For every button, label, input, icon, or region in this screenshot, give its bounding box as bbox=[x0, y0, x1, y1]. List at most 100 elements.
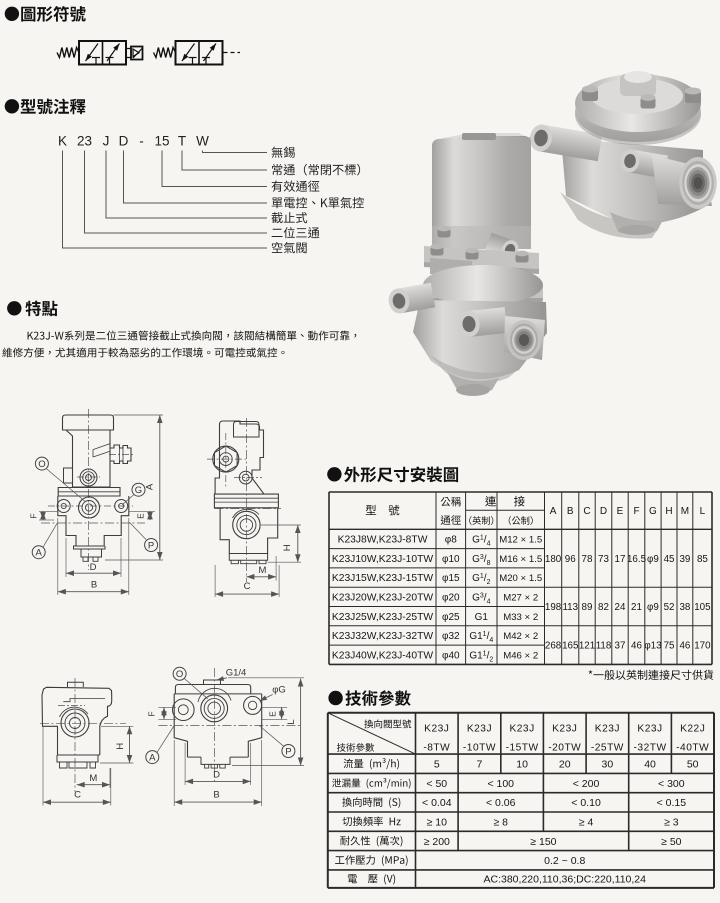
svg-text:G: G bbox=[649, 506, 657, 517]
svg-text:198: 198 bbox=[545, 602, 562, 613]
svg-text:K23J: K23J bbox=[637, 724, 662, 735]
svg-text:M42 × 2: M42 × 2 bbox=[503, 631, 538, 642]
svg-text:L: L bbox=[700, 506, 706, 517]
svg-text:O: O bbox=[176, 669, 183, 680]
svg-text:38: 38 bbox=[679, 602, 690, 613]
svg-text:-15TW: -15TW bbox=[506, 743, 539, 754]
svg-text:K23J10W,K23J-10TW: K23J10W,K23J-10TW bbox=[332, 554, 434, 565]
svg-text:φ40: φ40 bbox=[442, 650, 460, 661]
svg-text:φ13: φ13 bbox=[644, 641, 662, 652]
svg-text:G1/4: G1/4 bbox=[472, 535, 490, 548]
svg-text:K23J: K23J bbox=[509, 724, 534, 735]
svg-text:96: 96 bbox=[565, 554, 576, 565]
svg-text:E: E bbox=[136, 513, 146, 519]
svg-text:F: F bbox=[633, 506, 639, 517]
svg-text:φG: φG bbox=[272, 685, 286, 696]
svg-text:-40TW: -40TW bbox=[676, 743, 709, 754]
svg-text:37: 37 bbox=[615, 641, 626, 652]
svg-text:-32TW: -32TW bbox=[634, 743, 667, 754]
svg-text:A: A bbox=[550, 506, 557, 517]
svg-text:< 100: < 100 bbox=[487, 778, 514, 790]
svg-text:0.2 ~ 0.8: 0.2 ~ 0.8 bbox=[544, 855, 585, 867]
svg-text:G11/2: G11/2 bbox=[469, 650, 493, 663]
svg-text:23: 23 bbox=[77, 134, 92, 149]
svg-text:M: M bbox=[258, 565, 266, 576]
svg-text:≥ 3: ≥ 3 bbox=[664, 816, 679, 828]
svg-text:17: 17 bbox=[615, 554, 626, 565]
svg-text:F: F bbox=[29, 513, 39, 518]
svg-text:K23J: K23J bbox=[424, 724, 449, 735]
svg-text:G: G bbox=[135, 485, 142, 496]
svg-text:268: 268 bbox=[545, 641, 562, 652]
svg-text:10: 10 bbox=[516, 759, 528, 771]
svg-text:C: C bbox=[244, 581, 251, 592]
svg-text:170: 170 bbox=[694, 641, 711, 652]
svg-text:K23J20W,K23J-20TW: K23J20W,K23J-20TW bbox=[332, 592, 434, 603]
svg-text:75: 75 bbox=[664, 641, 675, 652]
svg-text:M27 × 2: M27 × 2 bbox=[503, 592, 538, 603]
svg-text:< 0.04: < 0.04 bbox=[422, 797, 452, 809]
svg-text:A: A bbox=[149, 753, 156, 764]
svg-text:C: C bbox=[583, 506, 590, 517]
svg-text:K23J32W,K23J-32TW: K23J32W,K23J-32TW bbox=[332, 631, 434, 642]
svg-text:F: F bbox=[147, 711, 157, 716]
svg-text:G1/4: G1/4 bbox=[226, 668, 247, 679]
svg-text:M16 × 1.5: M16 × 1.5 bbox=[499, 554, 542, 565]
svg-text:-25TW: -25TW bbox=[591, 743, 624, 754]
svg-text:φ15: φ15 bbox=[442, 573, 460, 584]
svg-text:H: H bbox=[665, 506, 672, 517]
svg-text:A: A bbox=[36, 548, 43, 559]
svg-text:39: 39 bbox=[679, 554, 690, 565]
svg-text:73: 73 bbox=[598, 554, 609, 565]
svg-text:φ8: φ8 bbox=[445, 535, 457, 546]
svg-text:G1/2: G1/2 bbox=[472, 573, 490, 586]
svg-text:-8TW: -8TW bbox=[423, 743, 450, 754]
svg-text:D: D bbox=[213, 769, 220, 780]
svg-text:-10TW: -10TW bbox=[463, 743, 496, 754]
svg-text:≥ 50: ≥ 50 bbox=[661, 836, 682, 848]
svg-text:< 0.10: < 0.10 bbox=[571, 797, 601, 809]
svg-text:K23J8W,K23J-8TW: K23J8W,K23J-8TW bbox=[338, 535, 428, 546]
svg-text:M20 × 1.5: M20 × 1.5 bbox=[499, 573, 542, 584]
svg-text:40: 40 bbox=[644, 759, 656, 771]
svg-text:30: 30 bbox=[602, 759, 614, 771]
svg-text:K23J: K23J bbox=[552, 724, 577, 735]
svg-text:≥ 8: ≥ 8 bbox=[493, 816, 508, 828]
svg-text:21: 21 bbox=[631, 602, 642, 613]
svg-text:113: 113 bbox=[562, 602, 578, 613]
svg-text:T: T bbox=[178, 134, 186, 149]
svg-text:16.5: 16.5 bbox=[627, 554, 647, 565]
svg-text:< 300: < 300 bbox=[658, 778, 685, 790]
svg-text:φ20: φ20 bbox=[442, 592, 460, 603]
svg-text:≥ 200: ≥ 200 bbox=[424, 836, 450, 848]
svg-text:E: E bbox=[268, 711, 278, 717]
svg-text:20: 20 bbox=[559, 759, 571, 771]
svg-text:G1: G1 bbox=[475, 612, 489, 623]
svg-text:φ9: φ9 bbox=[647, 602, 659, 613]
svg-text:≥ 10: ≥ 10 bbox=[427, 816, 448, 828]
svg-text:M: M bbox=[89, 773, 97, 784]
svg-text:50: 50 bbox=[687, 759, 699, 771]
svg-text:165: 165 bbox=[562, 641, 579, 652]
svg-text:E: E bbox=[617, 506, 624, 517]
svg-text:< 0.06: < 0.06 bbox=[486, 797, 516, 809]
svg-text:89: 89 bbox=[582, 602, 593, 613]
svg-text:82: 82 bbox=[598, 602, 609, 613]
svg-text:52: 52 bbox=[664, 602, 675, 613]
svg-text:K23J25W,K23J-25TW: K23J25W,K23J-25TW bbox=[332, 612, 434, 623]
svg-text:K23J: K23J bbox=[595, 724, 620, 735]
svg-text:D: D bbox=[119, 134, 129, 149]
svg-text:≥ 4: ≥ 4 bbox=[579, 816, 594, 828]
svg-text:G3/4: G3/4 bbox=[472, 592, 490, 605]
svg-text:φ32: φ32 bbox=[442, 631, 460, 642]
svg-text:24: 24 bbox=[615, 602, 626, 613]
svg-text:AC:380,220,110,36;DC:220,110,2: AC:380,220,110,36;DC:220,110,24 bbox=[484, 874, 647, 886]
svg-text:φ10: φ10 bbox=[442, 554, 460, 565]
svg-text:K23J: K23J bbox=[467, 724, 492, 735]
svg-text:J: J bbox=[103, 134, 110, 149]
svg-text:M46 × 2: M46 × 2 bbox=[503, 650, 538, 661]
svg-text:< 200: < 200 bbox=[573, 778, 600, 790]
svg-text:≥ 150: ≥ 150 bbox=[530, 836, 556, 848]
svg-text:W: W bbox=[196, 134, 209, 149]
svg-text:46: 46 bbox=[631, 641, 642, 652]
